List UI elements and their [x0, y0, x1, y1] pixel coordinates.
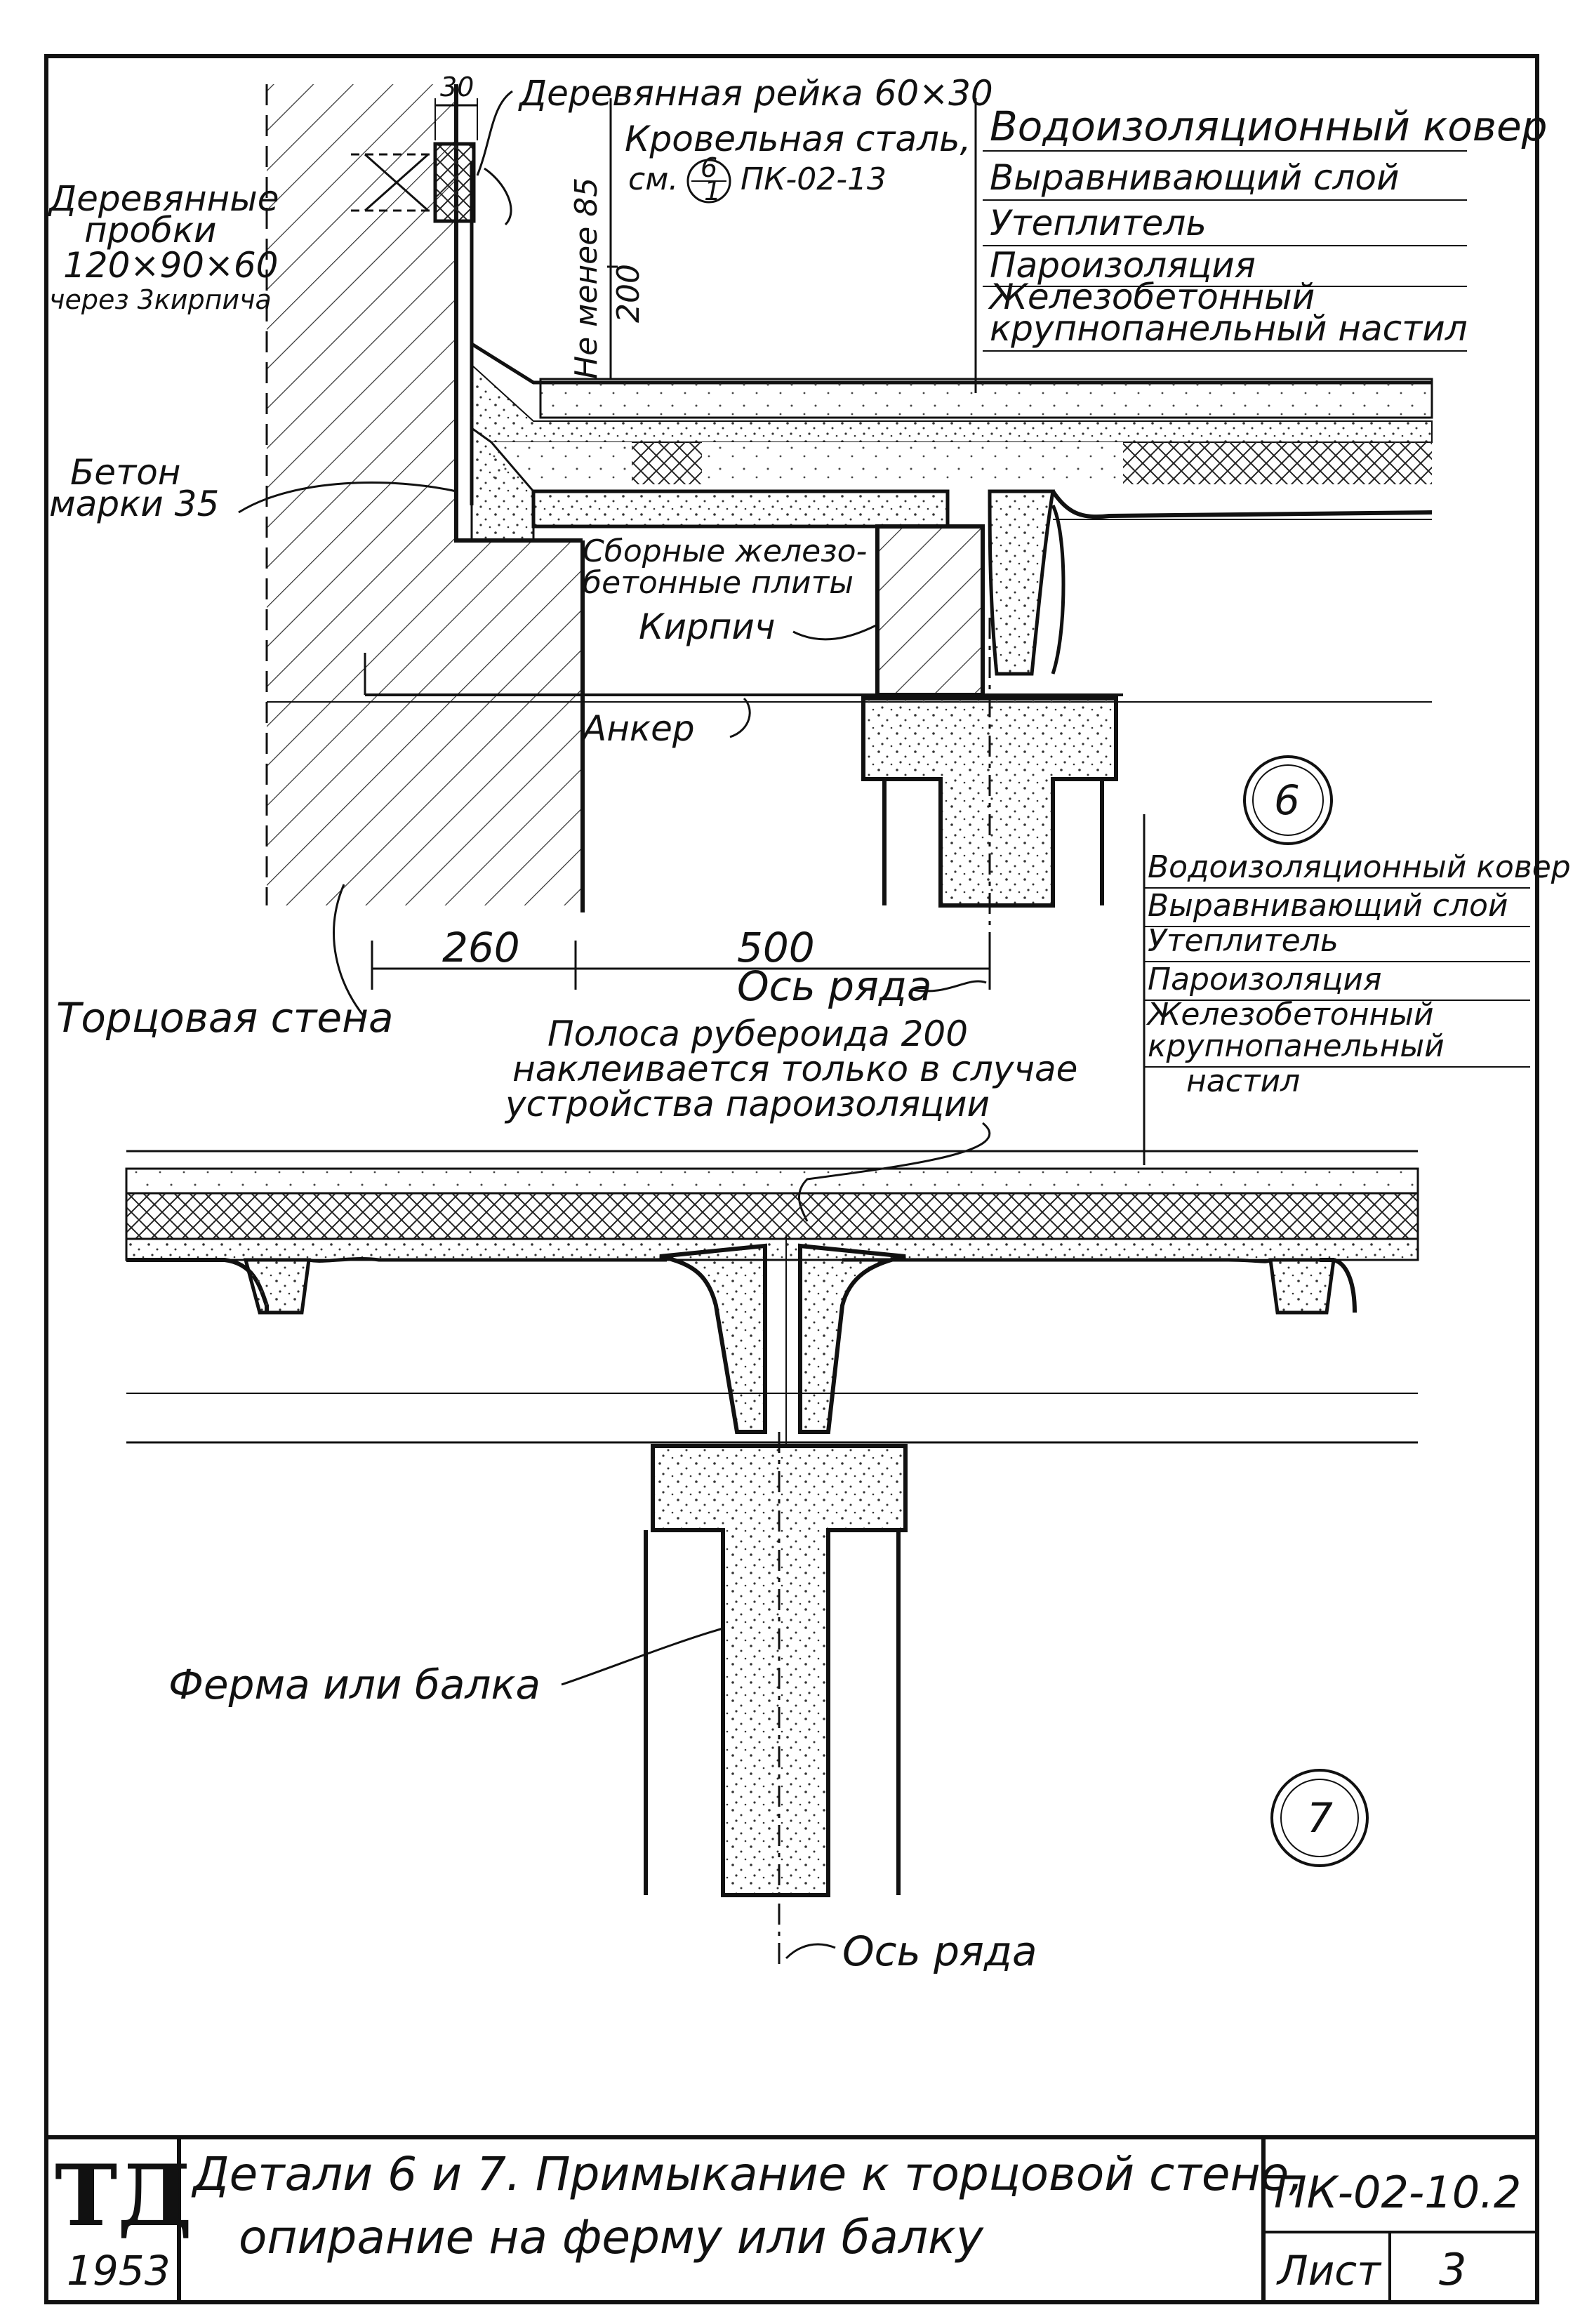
- layer-6-3: Пароизоляция: [990, 245, 1256, 286]
- layer-6-1: Выравнивающий слой: [990, 157, 1400, 198]
- end-wall-label: Торцовая стена: [56, 994, 394, 1042]
- axis-label-7: Ось ряда: [842, 1927, 1037, 1975]
- min-height-label: Не менее 85: [569, 178, 604, 379]
- layer-7-1: Выравнивающий слой: [1148, 888, 1508, 924]
- detail-6: 30: [48, 72, 1547, 1042]
- title-line-2: опирание на ферму или балку: [239, 2210, 984, 2264]
- panel-rib: [988, 489, 1055, 676]
- layer-6-4: Железобетонный: [988, 277, 1315, 317]
- dim-30-label: 30: [440, 72, 474, 102]
- detail-ref-circle: [686, 159, 731, 204]
- detail-7-marker: [1270, 1769, 1369, 1867]
- left-rib-7: [659, 1243, 767, 1434]
- wood-rail-label: Деревянная рейка 60×30: [518, 73, 993, 114]
- sheet-frame: [44, 54, 1539, 2304]
- brick-pier: [875, 524, 985, 697]
- year: 1953: [67, 2247, 171, 2295]
- dim-200: 200: [611, 264, 646, 323]
- precast-slab: [531, 489, 950, 529]
- wood-plugs-label-3: 120×90×60: [63, 245, 278, 286]
- layer-6-2: Утеплитель: [990, 203, 1207, 244]
- detail-7: Полоса рубероида 200 наклеивается только…: [125, 1014, 1419, 1975]
- title-line-1: Детали 6 и 7. Примыкание к торцовой стен…: [191, 2147, 1303, 2201]
- concrete-label-1: Бетон: [70, 452, 180, 493]
- strip-label-3: устройства пароизоляции: [504, 1084, 990, 1124]
- detail-7-number: 7: [1307, 1794, 1333, 1842]
- wall-lower-section: [456, 540, 583, 905]
- wood-plugs-label-1: Деревянные: [48, 178, 279, 219]
- wood-rail: [433, 142, 476, 223]
- leveling-layer: [539, 378, 1433, 419]
- concrete-label-2: марки 35: [49, 484, 219, 524]
- insulation-7: [125, 1192, 1419, 1240]
- anchor-label: Анкер: [580, 708, 695, 749]
- roof-steel-ref-prefix: см.: [628, 161, 678, 197]
- detail-6-marker: [1243, 755, 1333, 845]
- layer-7-3: Пароизоляция: [1148, 962, 1381, 997]
- layer-6-5: крупнопанельный настил: [990, 308, 1468, 349]
- layer-7-0: Водоизоляционный ковер: [1148, 849, 1571, 885]
- detail-ref-bottom: 1: [704, 175, 721, 206]
- layer-list-7: Водоизоляционный ковер Выравнивающий сло…: [1143, 814, 1571, 1165]
- wood-plugs-label-4: через 3кирпича: [49, 284, 272, 315]
- layer-7-5: крупнопанельный: [1148, 1028, 1445, 1064]
- layer-list-6: Водоизоляционный ковер Выравнивающий сло…: [983, 102, 1547, 352]
- waterproof-layer-7: [125, 1167, 1419, 1195]
- drawing-code: ПК-02-10.2: [1274, 2167, 1521, 2218]
- title-block: ТД 1953 Детали 6 и 7. Примыкание к торцо…: [46, 2135, 1537, 2302]
- roof-steel-ref-code: ПК-02-13: [741, 161, 887, 197]
- strip-label-2: наклеивается только в случае: [512, 1049, 1077, 1089]
- truss-label: Ферма или балка: [168, 1661, 540, 1708]
- detail-ref-top: 6: [701, 152, 717, 183]
- layer-6-0: Водоизоляционный ковер: [990, 102, 1547, 150]
- roof-steel-label: Кровельная сталь,: [625, 119, 971, 159]
- leveling-7: [125, 1237, 1419, 1261]
- dim-260: 260: [442, 924, 520, 971]
- layer-7-6: настил: [1186, 1063, 1300, 1099]
- strip-label-1: Полоса рубероида 200: [547, 1014, 968, 1054]
- layer-7-4: Железобетонный: [1146, 997, 1434, 1032]
- end-wall: [267, 84, 456, 905]
- support-column-6: [861, 696, 1118, 908]
- axis-label-6: Ось ряда: [737, 962, 932, 1010]
- wood-plugs-label-2: пробки: [84, 210, 217, 251]
- sheet-number: 3: [1439, 2244, 1466, 2295]
- right-rib-7: [798, 1243, 906, 1434]
- layer-7-2: Утеплитель: [1148, 923, 1339, 959]
- precast-label-2: бетонные плиты: [583, 565, 854, 601]
- precast-label-1: Сборные железо-: [583, 533, 867, 569]
- logo: ТД: [55, 2146, 192, 2245]
- sheet-label: Лист: [1276, 2247, 1382, 2295]
- detail-6-number: 6: [1274, 776, 1300, 824]
- brick-label: Кирпич: [639, 606, 775, 647]
- dim-500: 500: [737, 924, 815, 971]
